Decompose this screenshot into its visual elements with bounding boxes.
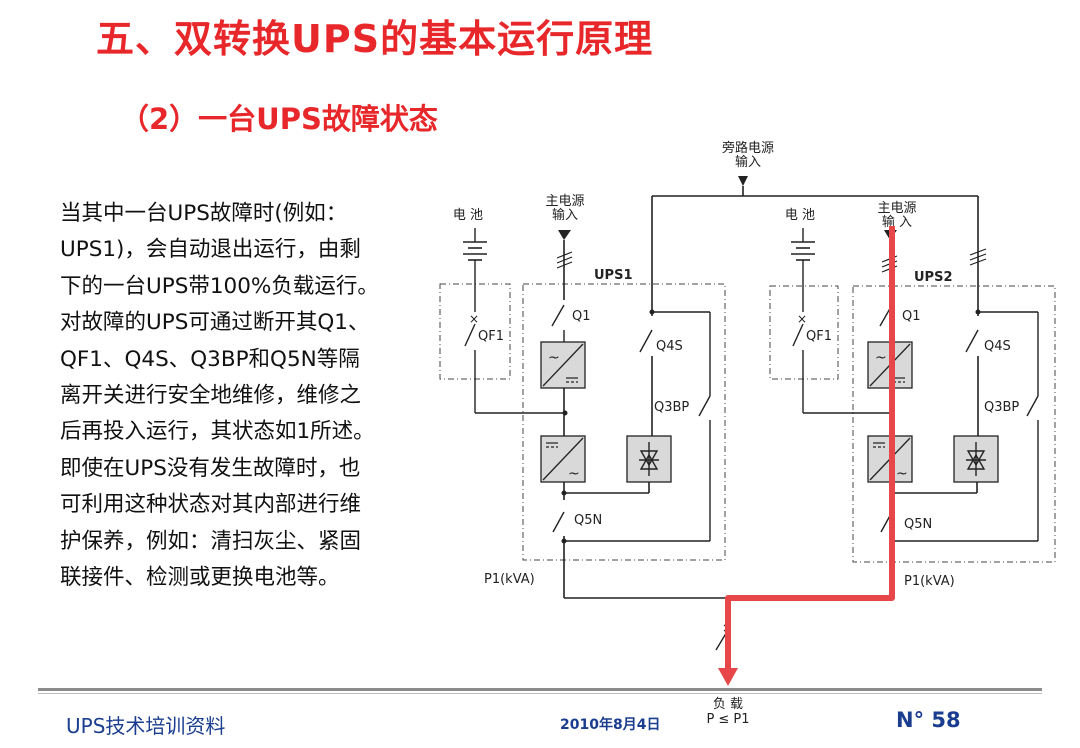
footer-left-text: UPS技术培训资料 xyxy=(66,714,226,738)
svg-text:~: ~ xyxy=(568,466,580,482)
ups2-main-input-label-2: 输 入 xyxy=(882,214,912,230)
body-line: 联接件、检测或更换电池等。 xyxy=(60,565,340,591)
footer-date: 2010年8月4日 xyxy=(560,717,661,733)
ups1-qf1-label: QF1 xyxy=(478,329,504,344)
body-line: 离开关进行安全地维修，维修之 xyxy=(60,383,362,409)
load-power-label: P ≤ P1 xyxy=(706,712,749,727)
svg-text:~: ~ xyxy=(896,466,908,482)
ups1-box xyxy=(522,283,726,561)
ups1-group: 电 池 主电源 输入 UPS1 × QF1 Q1 ~ xyxy=(439,194,726,598)
svg-text:×: × xyxy=(469,312,479,326)
page-number: N° 58 xyxy=(896,708,961,732)
ups1-q3bp-label: Q3BP xyxy=(654,400,689,415)
ups2-q4s-label: Q4S xyxy=(984,339,1011,354)
ups1-q5n-label: Q5N xyxy=(574,513,602,528)
ups1-main-input-label: 主电源 xyxy=(545,194,584,209)
bypass-input-label-2: 输入 xyxy=(735,154,761,170)
body-line: 后再投入运行，其状态如1所述。 xyxy=(60,419,375,445)
ups2-q3bp-label: Q3BP xyxy=(984,400,1019,415)
ups1-q3bp-switch xyxy=(698,395,711,417)
ups1-battery-label: 电 池 xyxy=(453,208,483,223)
ups2-qf1-label: QF1 xyxy=(806,329,832,344)
slide-title: 五、双转换UPS的基本运行原理 xyxy=(96,17,654,61)
ups2-box xyxy=(852,285,1056,563)
body-line: 下的一台UPS带100%负载运行。 xyxy=(60,273,379,299)
slide-subtitle: （2）一台UPS故障状态 xyxy=(120,102,438,136)
ups2-q4s-switch xyxy=(965,329,979,353)
ups1-q4s-label: Q4S xyxy=(656,339,683,354)
footer-rule-thin xyxy=(38,693,1042,694)
ups1-q5n-switch xyxy=(552,511,565,533)
ups1-main-input-label-2: 输入 xyxy=(552,207,578,223)
ups2-battery-box xyxy=(769,285,839,380)
body-line: 即使在UPS没有发生故障时，也 xyxy=(60,455,361,481)
body-line: UPS1)，会自动退出运行，由剩 xyxy=(60,237,361,263)
body-text: 当其中一台UPS故障时(例如： UPS1)，会自动退出运行，由剩 下的一台UPS… xyxy=(60,196,420,596)
svg-text:×: × xyxy=(797,312,807,326)
ups1-q1-label: Q1 xyxy=(572,309,591,324)
body-line: 对故障的UPS可通过断开其Q1、 xyxy=(60,310,370,336)
body-line: QF1、Q4S、Q3BP和Q5N等隔 xyxy=(60,346,360,372)
ups2-name: UPS2 xyxy=(914,270,953,285)
ups2-q3bp-switch xyxy=(1026,395,1039,417)
ups2-qf1-switch xyxy=(792,323,804,347)
body-line: 当其中一台UPS故障时(例如： xyxy=(60,201,348,226)
ups2-q5n-label: Q5N xyxy=(904,517,932,532)
ups1-q4s-switch xyxy=(639,329,653,353)
ups2-static-switch xyxy=(953,435,999,483)
ups2-power-label: P1(kVA) xyxy=(904,574,955,589)
ups1-static-switch xyxy=(626,435,672,483)
svg-text:~: ~ xyxy=(875,350,887,366)
ups2-q1-label: Q1 xyxy=(902,309,921,324)
body-line: 可利用这种状态对其内部进行维 xyxy=(60,492,362,518)
ups1-power-label: P1(kVA) xyxy=(484,572,535,587)
body-line: 护保养，例如：清扫灰尘、紧固 xyxy=(60,528,362,554)
power-flow-path xyxy=(725,226,895,672)
ups2-main-input-label: 主电源 xyxy=(877,201,916,216)
ups2-group: 电 池 主电源 输 入 UPS2 × QF1 Q1 ~ ~ xyxy=(769,196,1056,589)
load-label: 负 载 xyxy=(713,697,743,712)
ups1-name: UPS1 xyxy=(594,268,633,283)
power-flow-arrow xyxy=(718,668,738,686)
ups1-q1-switch xyxy=(551,304,565,327)
bypass-input-label: 旁路电源 xyxy=(722,140,774,156)
bypass-input-arrow xyxy=(738,176,748,186)
ups2-battery-label: 电 池 xyxy=(785,208,815,223)
svg-text:~: ~ xyxy=(548,350,560,366)
ups1-qf1-switch xyxy=(464,323,476,347)
footer-rule xyxy=(38,688,1042,691)
